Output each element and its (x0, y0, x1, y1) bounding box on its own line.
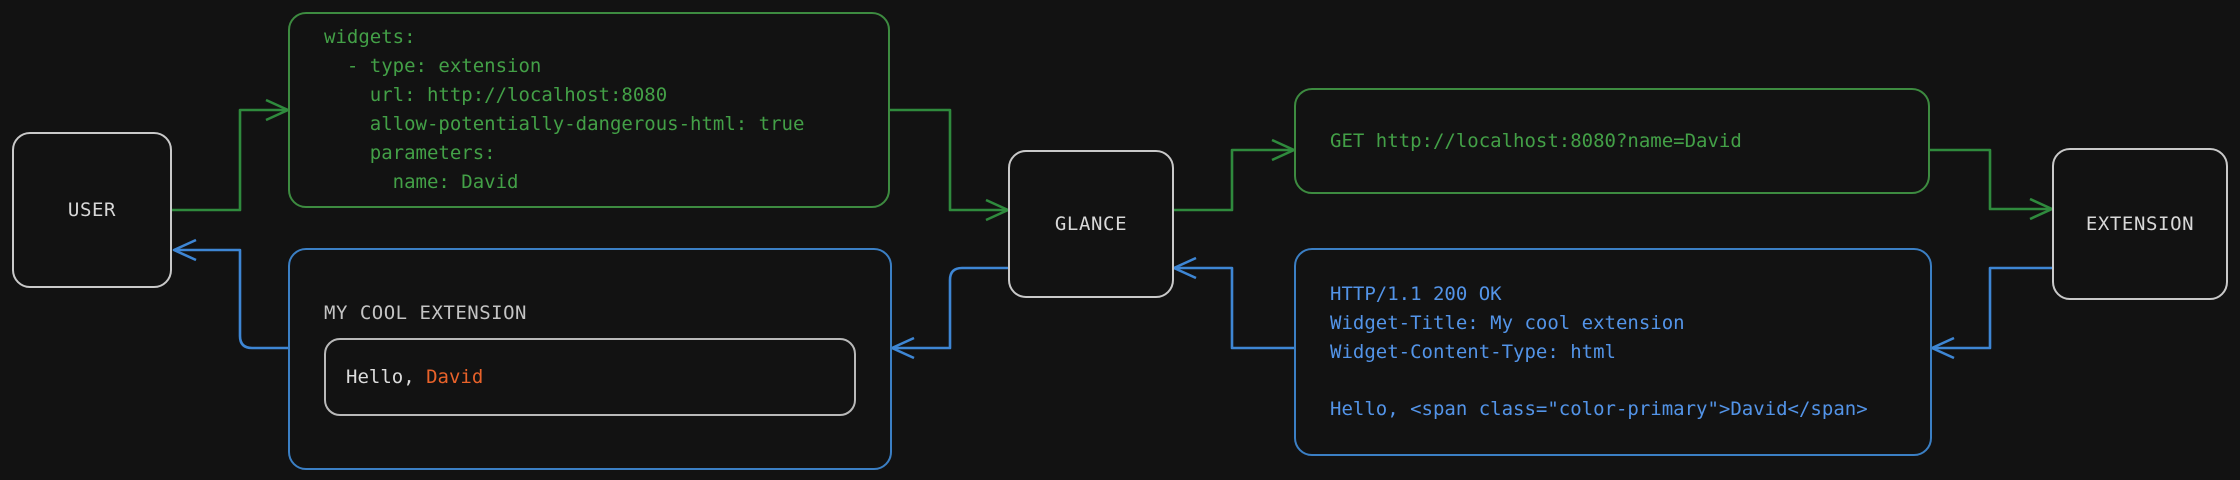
config-yaml-text: widgets: - type: extension url: http://l… (324, 26, 805, 193)
edge-response-to-glance (1172, 256, 1294, 350)
widget-name-accent: David (426, 366, 484, 388)
edge-glance-to-request (1174, 138, 1296, 212)
message-http-response: HTTP/1.1 200 OK Widget-Title: My cool ex… (1294, 248, 1932, 456)
widget-content-frame: Hello, David (324, 338, 856, 416)
node-extension-label: EXTENSION (2085, 213, 2195, 235)
node-glance[interactable]: GLANCE (1008, 150, 1174, 298)
message-rendered-widget: MY COOL EXTENSION Hello, David (288, 248, 892, 470)
node-user[interactable]: USER (12, 132, 172, 288)
node-glance-label: GLANCE (1054, 213, 1128, 235)
edge-config-to-glance (890, 108, 1010, 222)
http-request-text: GET http://localhost:8080?name=David (1330, 129, 1742, 152)
edge-request-to-extension (1930, 148, 2054, 221)
node-user-label: USER (67, 199, 117, 221)
message-http-request: GET http://localhost:8080?name=David (1294, 88, 1930, 194)
edge-glance-to-widget (890, 266, 1008, 360)
widget-greeting-text: Hello, (346, 366, 427, 388)
message-config: widgets: - type: extension url: http://l… (288, 12, 890, 208)
edge-widget-to-user (172, 238, 288, 350)
http-response-text: HTTP/1.1 200 OK Widget-Title: My cool ex… (1330, 282, 1868, 421)
edge-extension-to-response (1930, 266, 2052, 360)
edge-user-to-config (172, 98, 290, 212)
node-extension[interactable]: EXTENSION (2052, 148, 2228, 300)
widget-title: MY COOL EXTENSION (324, 302, 527, 324)
